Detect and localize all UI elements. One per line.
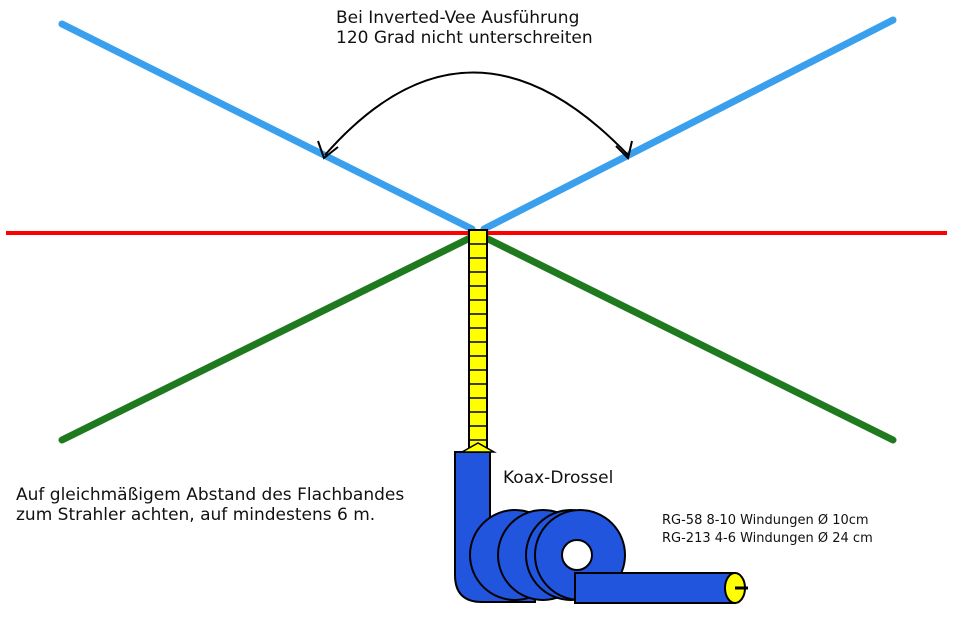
angle-note: Bei Inverted-Vee Ausführung 120 Grad nic… <box>336 8 593 49</box>
lower-dipole-right-arm <box>480 233 897 444</box>
choke-label: Koax-Drossel <box>503 468 614 488</box>
angle-note-line-1: Bei Inverted-Vee Ausführung <box>336 8 580 28</box>
cable-specs: RG-58 8-10 Windungen Ø 10cm RG-213 4-6 W… <box>662 512 873 548</box>
ladder-line <box>468 229 488 453</box>
upper-dipole-left-arm <box>58 20 476 233</box>
upper-dipole-right-arm <box>480 16 897 233</box>
angle-note-line-2: 120 Grad nicht unterschreiten <box>336 28 593 49</box>
spacing-note-line-2: zum Strahler achten, auf mindestens 6 m. <box>16 505 376 526</box>
spacing-note-line-1: Auf gleichmäßigem Abstand des Flachbande… <box>16 485 405 505</box>
lower-dipole-left-arm <box>58 233 476 444</box>
spacing-note: Auf gleichmäßigem Abstand des Flachbande… <box>16 485 404 526</box>
coax-coil-icon <box>454 442 748 604</box>
cable-spec-rg58: RG-58 8-10 Windungen Ø 10cm <box>662 513 869 528</box>
double-arrow-arc-icon <box>317 71 633 160</box>
cable-spec-rg213: RG-213 4-6 Windungen Ø 24 cm <box>662 531 873 547</box>
